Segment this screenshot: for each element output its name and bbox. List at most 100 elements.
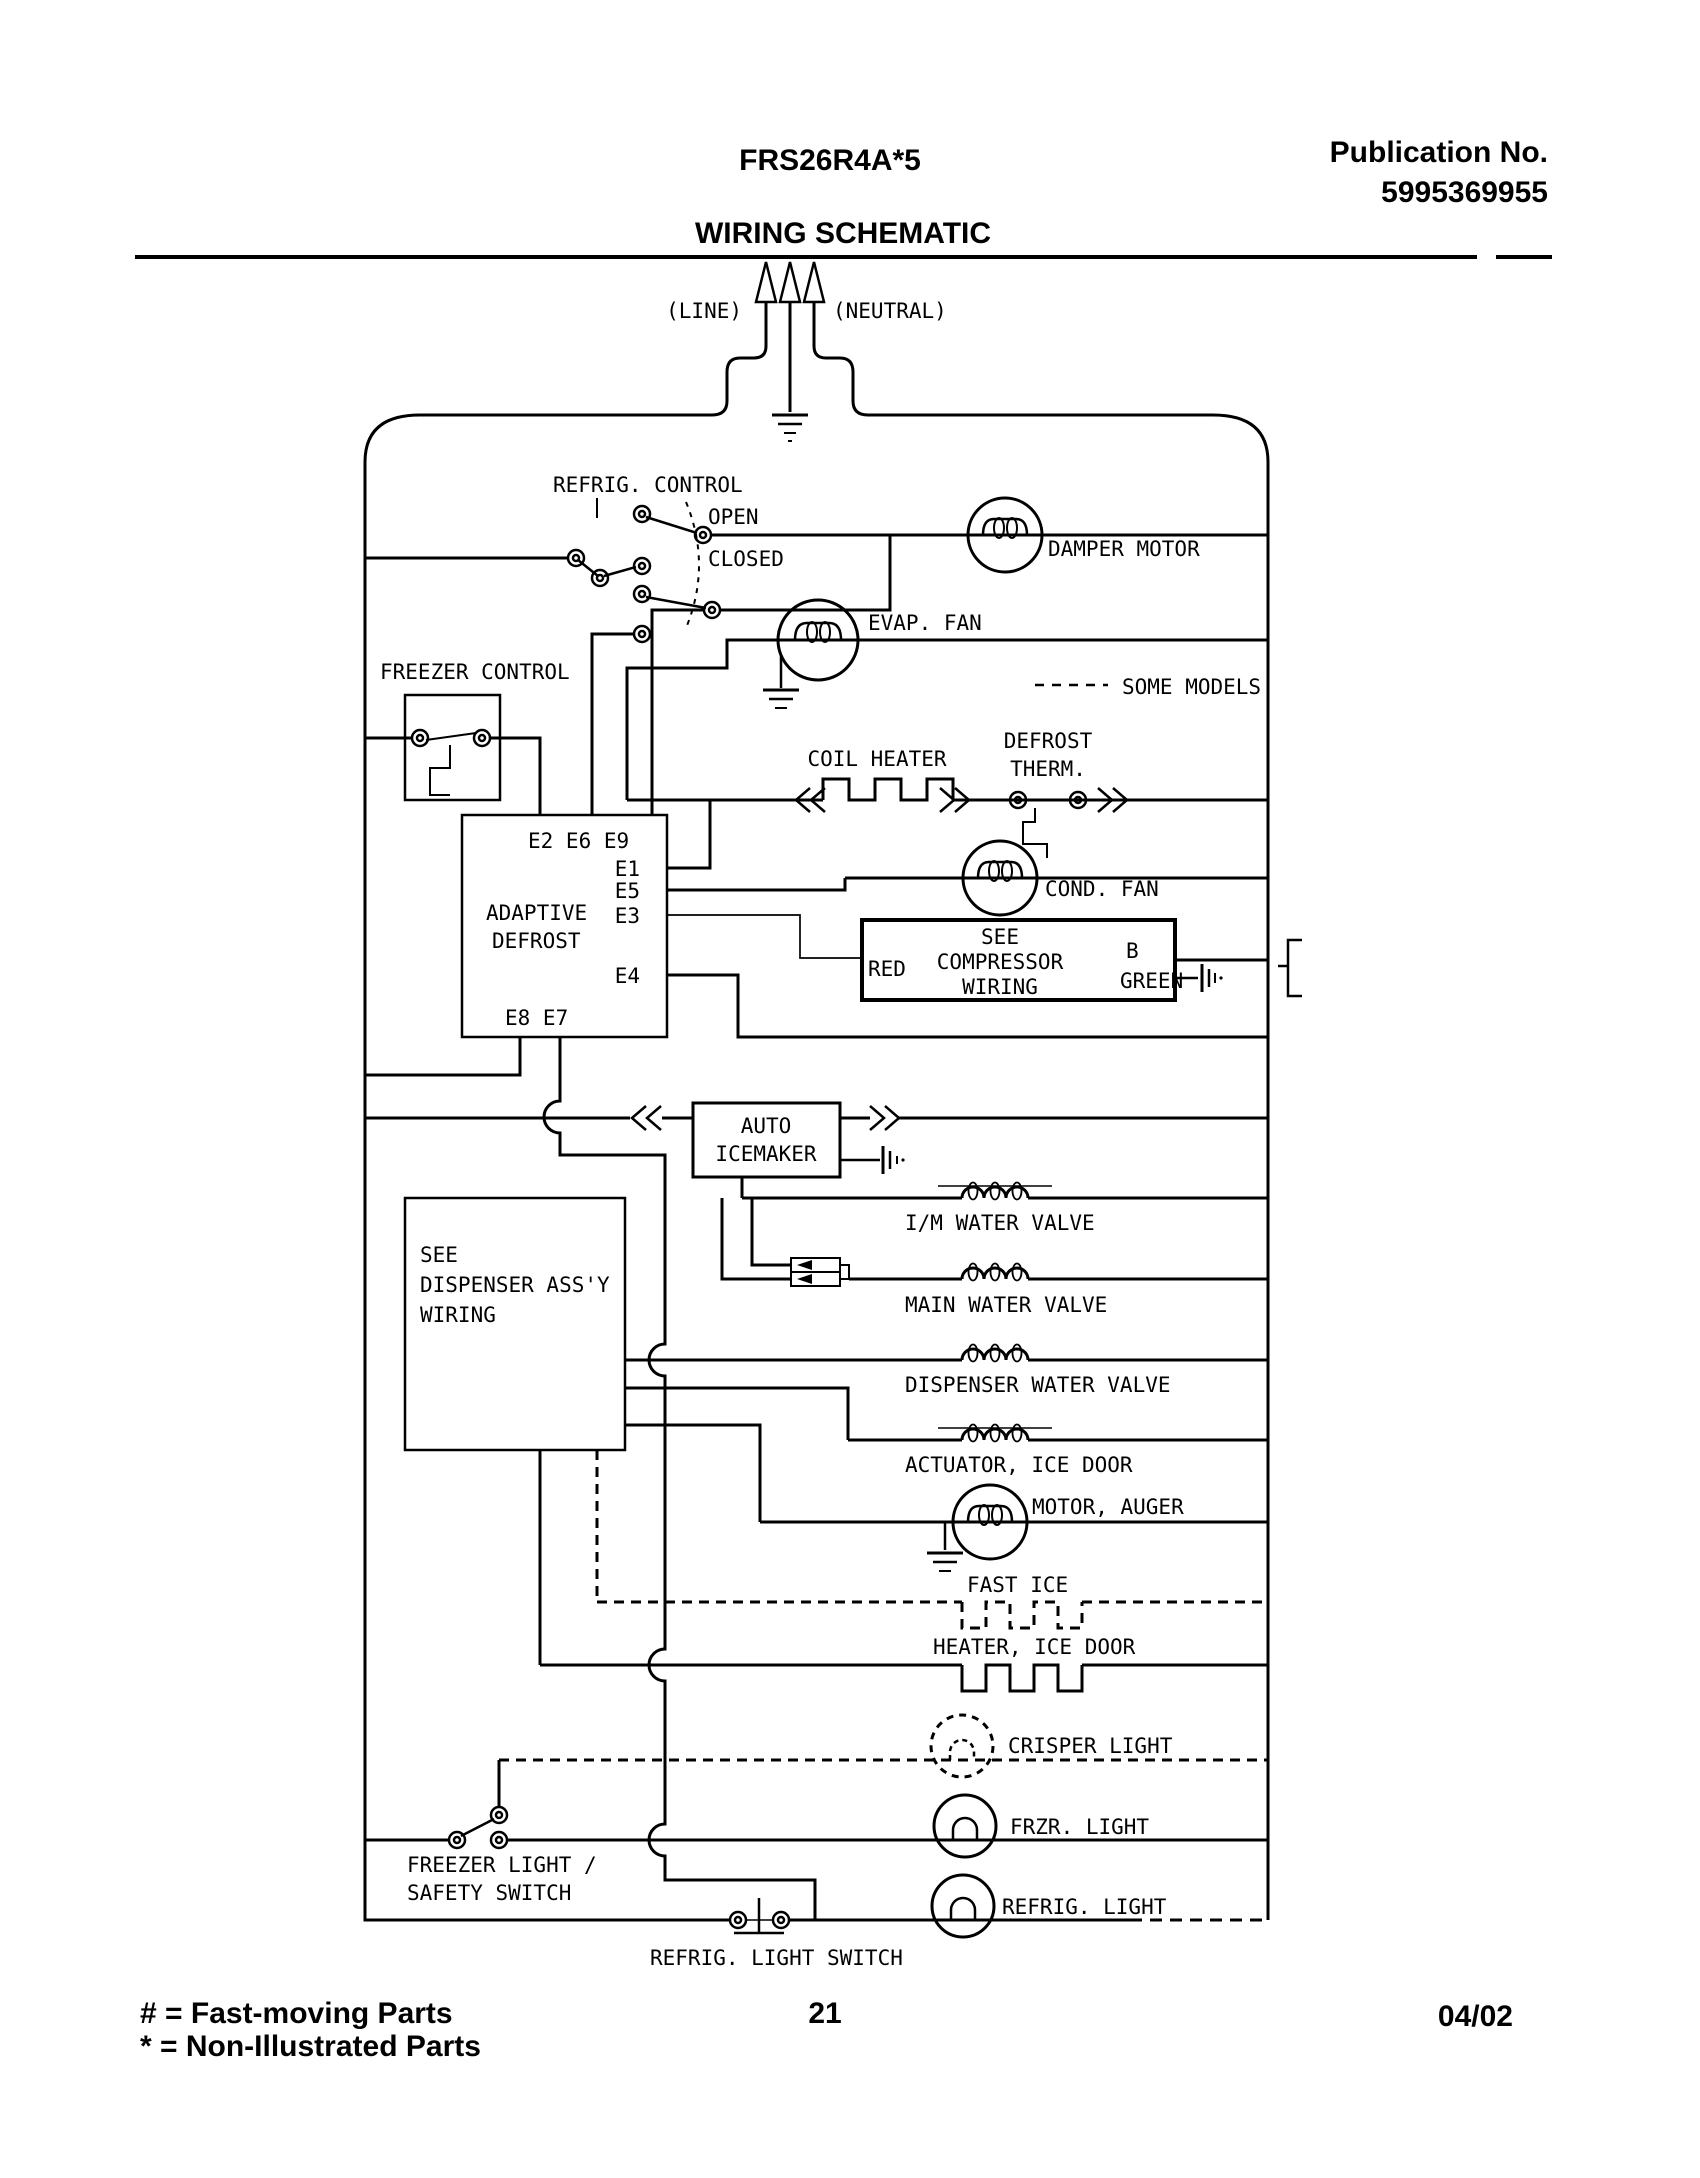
- defrost-therm-label2: THERM.: [1010, 757, 1086, 781]
- green-wire-label: GREEN: [1120, 969, 1183, 993]
- neutral-arrow-icon: [802, 261, 826, 304]
- light-icon: [932, 1793, 998, 1859]
- solenoid-icon: [960, 1427, 1030, 1441]
- actuator-ice-door-label: ACTUATOR, ICE DOOR: [905, 1453, 1133, 1477]
- page-number: 21: [808, 1997, 841, 2030]
- connector-arrows-left-icon: [630, 1105, 662, 1131]
- pins-top-label: E2 E6 E9: [528, 829, 629, 853]
- refrig-control-label: REFRIG. CONTROL: [553, 473, 743, 497]
- cabinet-outline: [363, 332, 1270, 1922]
- dispenser-water-valve: DISPENSER WATER VALVE: [625, 1343, 1268, 1397]
- pins-bottom-label: E8 E7: [505, 1006, 568, 1030]
- closed-label: CLOSED: [708, 547, 784, 571]
- heater-ice-door: HEATER, ICE DOOR: [540, 1635, 1268, 1693]
- e8-route: [365, 1037, 522, 1077]
- auger-feed: [625, 1423, 762, 1522]
- evap-fan: EVAP. FAN: [625, 598, 1268, 800]
- ground-arrow-icon: [778, 261, 802, 304]
- heater-element-icon: [960, 1663, 1084, 1693]
- im-water-valve-label: I/M WATER VALVE: [905, 1211, 1095, 1235]
- freezer-light-switch-label1: FREEZER LIGHT /: [407, 1853, 597, 1877]
- dispenser-label2: DISPENSER ASS'Y: [420, 1273, 610, 1297]
- refrig-light-switch-label: REFRIG. LIGHT SWITCH: [650, 1946, 903, 1970]
- connector-feed-a: [750, 1198, 791, 1267]
- icemaker-label1: AUTO: [741, 1114, 792, 1138]
- im-water-valve: I/M WATER VALVE: [742, 1181, 1268, 1235]
- some-models-legend: SOME MODELS: [1035, 675, 1261, 699]
- light-icon: [929, 1713, 995, 1779]
- motor-auger-label: MOTOR, AUGER: [1032, 1495, 1184, 1519]
- connector-pin-icon: [797, 1260, 812, 1270]
- page-title: WIRING SCHEMATIC: [695, 217, 991, 250]
- freezer-control: FREEZER CONTROL: [365, 660, 570, 815]
- e9-route: [650, 608, 704, 815]
- coil-heater: COIL HEATER: [627, 747, 1268, 813]
- power-entry: (LINE) (NEUTRAL): [666, 261, 947, 442]
- e4-route: [667, 973, 1268, 1039]
- date-code: 04/02: [1438, 2000, 1513, 2033]
- refrig-control: REFRIG. CONTROL OPEN CLOSED: [365, 473, 892, 644]
- b-wire-label: B: [1126, 939, 1139, 963]
- e2-route: [490, 736, 542, 815]
- crisper-light: CRISPER LIGHT: [499, 1713, 1268, 1779]
- main-water-valve-label: MAIN WATER VALVE: [905, 1293, 1107, 1317]
- solenoid-icon: [960, 1266, 1030, 1280]
- connector-feed-b: [720, 1198, 791, 1281]
- defrost-label: DEFROST: [492, 929, 581, 953]
- terminals: [566, 504, 722, 644]
- connector-pin-icon: [797, 1274, 812, 1284]
- e1-route: [667, 800, 712, 870]
- heater-element-icon: [960, 1600, 1084, 1630]
- ground-icon: [763, 655, 799, 709]
- edge-connector-icon: [1278, 938, 1302, 998]
- motor-icon: [951, 1483, 1029, 1561]
- actuator-ice-door: ACTUATOR, ICE DOOR: [848, 1423, 1268, 1477]
- red-wire-label: RED: [868, 957, 906, 981]
- solenoid-icon: [960, 1347, 1030, 1361]
- closed-route: [720, 535, 892, 612]
- publication-number: 5995369955: [1381, 176, 1548, 209]
- neutral-label: (NEUTRAL): [833, 299, 947, 323]
- crisper-light-label: CRISPER LIGHT: [1008, 1734, 1173, 1758]
- line-label: (LINE): [666, 299, 742, 323]
- main-water-valve: MAIN WATER VALVE: [849, 1262, 1268, 1317]
- evap-fan-label: EVAP. FAN: [868, 611, 982, 635]
- freezer-light-switch: FREEZER LIGHT / SAFETY SWITCH: [365, 1760, 597, 1905]
- coil-heater-label: COIL HEATER: [807, 747, 946, 771]
- motor-auger: MOTOR, AUGER: [760, 1483, 1268, 1572]
- line-arrow-icon: [754, 261, 778, 304]
- frzr-light: FRZR. LIGHT: [507, 1793, 1268, 1859]
- green-ground-icon: [1175, 964, 1223, 992]
- refrig-light: REFRIG. LIGHT: [930, 1873, 1167, 1939]
- page-header: FRS26R4A*5 Publication No. 5995369955 WI…: [135, 136, 1552, 259]
- motor-icon: [961, 839, 1039, 917]
- e3-route: [667, 914, 862, 959]
- some-models-label: SOME MODELS: [1122, 675, 1261, 699]
- actuator-feed: [625, 1386, 850, 1440]
- adaptive-label: ADAPTIVE: [486, 901, 587, 925]
- heater-ice-door-label: HEATER, ICE DOOR: [933, 1635, 1136, 1659]
- compressor-label1: SEE: [981, 925, 1019, 949]
- dispenser-box: SEE DISPENSER ASS'Y WIRING: [403, 1196, 850, 1665]
- compressor-label2: COMPRESSOR: [937, 950, 1064, 974]
- non-illustrated-parts-legend: * = Non-Illustrated Parts: [140, 2030, 481, 2063]
- defrost-therm-label1: DEFROST: [1004, 729, 1093, 753]
- solenoid-icon: [960, 1185, 1030, 1199]
- dispenser-label3: WIRING: [420, 1303, 496, 1327]
- adaptive-defrost: E2 E6 E9 ADAPTIVE DEFROST E1 E5 E3 E4 E8…: [365, 608, 1268, 1920]
- e6-route: [590, 632, 634, 815]
- compressor-box: SEE COMPRESSOR WIRING RED B GREEN: [860, 918, 1302, 1002]
- defrost-thermostat: DEFROST THERM.: [1004, 729, 1129, 858]
- schematic: (LINE) (NEUTRAL) REFRIG. CONTROL: [363, 261, 1302, 1970]
- auto-icemaker: AUTO ICEMAKER: [365, 1101, 1268, 1198]
- fast-ice: FAST ICE: [597, 1573, 1268, 1630]
- light-icon: [930, 1873, 996, 1939]
- cond-fan: COND. FAN: [845, 839, 1268, 917]
- heater-element-icon: [821, 777, 955, 802]
- frzr-light-label: FRZR. LIGHT: [1010, 1815, 1149, 1839]
- damper-motor-label: DAMPER MOTOR: [1048, 537, 1200, 561]
- page-footer: # = Fast-moving Parts * = Non-Illustrate…: [140, 1997, 1513, 2063]
- e5-route: [667, 878, 847, 892]
- freezer-control-label: FREEZER CONTROL: [380, 660, 570, 684]
